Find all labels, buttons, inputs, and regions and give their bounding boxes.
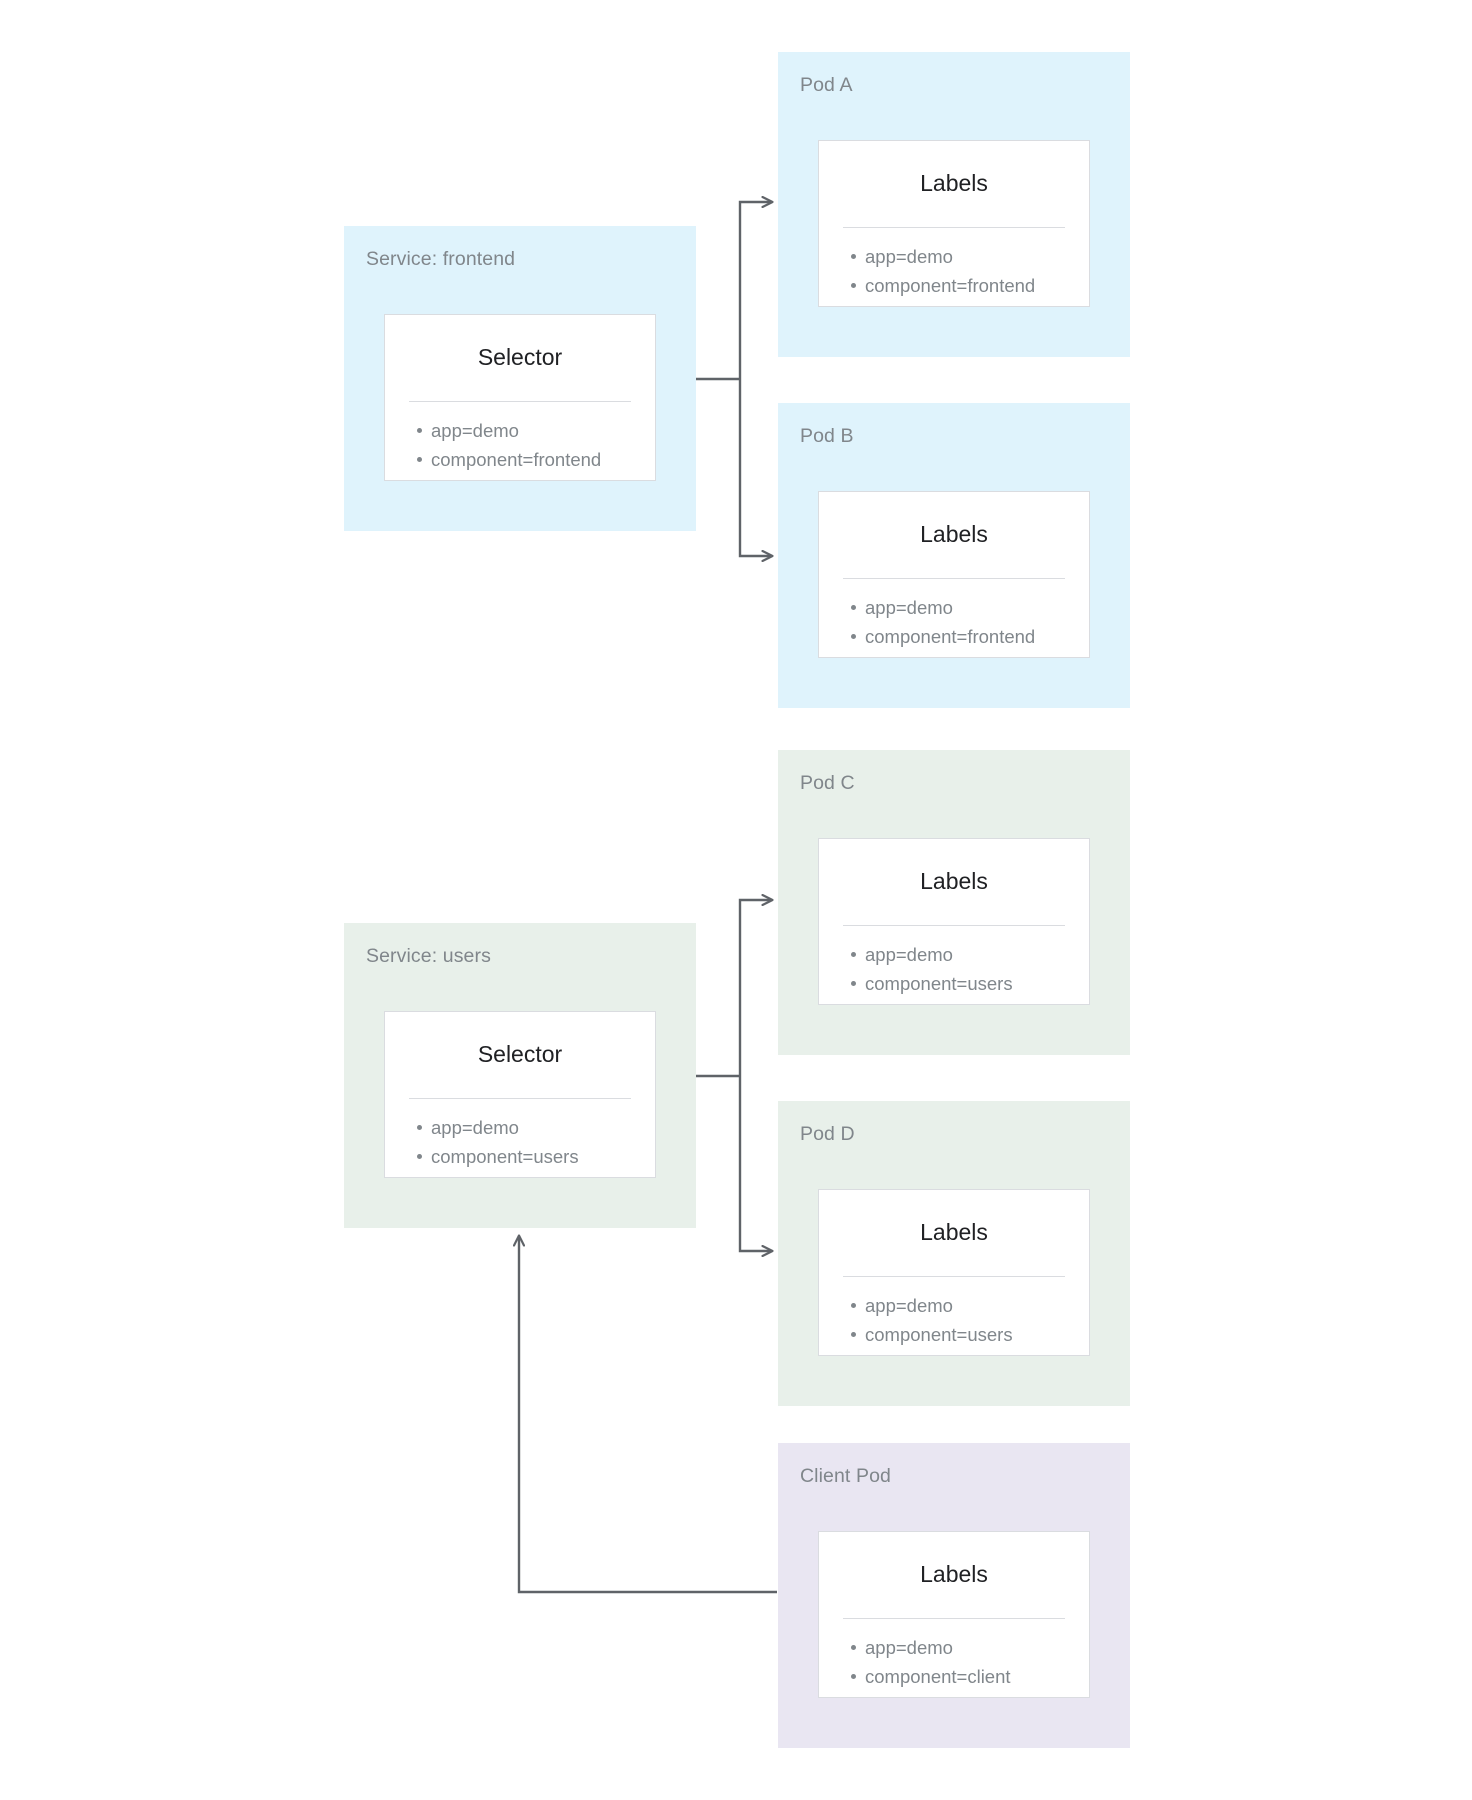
pod-a-labels-card: Labels app=demo component=frontend: [818, 140, 1090, 307]
list-item: component=frontend: [851, 622, 1089, 651]
pod-d-label-list: app=demo component=users: [819, 1277, 1089, 1349]
pod-b-group: Pod B Labels app=demo component=frontend: [778, 403, 1130, 708]
list-item: app=demo: [851, 1291, 1089, 1320]
client-pod-card-title: Labels: [920, 1561, 988, 1587]
pod-a-card-divider: [843, 227, 1065, 229]
pod-c-label-list: app=demo component=users: [819, 926, 1089, 998]
list-item: app=demo: [851, 593, 1089, 622]
service-users-group: Service: users Selector app=demo compone…: [344, 923, 696, 1228]
service-frontend-title: Service: frontend: [366, 248, 516, 270]
pod-d-labels-card: Labels app=demo component=users: [818, 1189, 1090, 1356]
list-item: app=demo: [851, 1633, 1089, 1662]
pod-b-card-divider: [843, 578, 1065, 580]
pod-c-card-title: Labels: [920, 868, 988, 894]
service-frontend-selector-list: app=demo component=frontend: [385, 402, 655, 474]
client-pod-labels-card: Labels app=demo component=client: [818, 1531, 1090, 1698]
pod-b-labels-card: Labels app=demo component=frontend: [818, 491, 1090, 658]
connector-frontend-to-pod-b: [738, 379, 772, 556]
service-frontend-card-divider: [409, 401, 631, 403]
pod-a-label-list: app=demo component=frontend: [819, 228, 1089, 300]
pod-c-labels-card: Labels app=demo component=users: [818, 838, 1090, 1005]
pod-d-title: Pod D: [800, 1123, 855, 1145]
client-pod-title: Client Pod: [800, 1465, 891, 1487]
pod-c-group: Pod C Labels app=demo component=users: [778, 750, 1130, 1055]
connector-frontend-to-pod-a: [738, 202, 772, 379]
connector-users-to-pod-c: [738, 900, 772, 1076]
list-item: component=frontend: [417, 445, 655, 474]
list-item: component=users: [851, 969, 1089, 998]
list-item: component=client: [851, 1662, 1089, 1691]
service-users-title: Service: users: [366, 945, 491, 967]
pod-b-title: Pod B: [800, 425, 854, 447]
connector-client-to-users: [519, 1236, 777, 1594]
list-item: app=demo: [417, 416, 655, 445]
list-item: component=users: [417, 1142, 655, 1171]
service-users-selector-card: Selector app=demo component=users: [384, 1011, 656, 1178]
pod-c-title: Pod C: [800, 772, 855, 794]
pod-a-group: Pod A Labels app=demo component=frontend: [778, 52, 1130, 357]
client-pod-label-list: app=demo component=client: [819, 1619, 1089, 1691]
pod-d-group: Pod D Labels app=demo component=users: [778, 1101, 1130, 1406]
service-frontend-selector-card: Selector app=demo component=frontend: [384, 314, 656, 481]
client-pod-card-divider: [843, 1618, 1065, 1620]
list-item: app=demo: [851, 242, 1089, 271]
pod-c-card-divider: [843, 925, 1065, 927]
service-frontend-group: Service: frontend Selector app=demo comp…: [344, 226, 696, 531]
pod-d-card-title: Labels: [920, 1219, 988, 1245]
service-users-card-title: Selector: [477, 1041, 563, 1067]
service-users-selector-list: app=demo component=users: [385, 1099, 655, 1171]
pod-b-card-title: Labels: [920, 521, 988, 547]
service-frontend-card-title: Selector: [477, 344, 563, 370]
list-item: component=frontend: [851, 271, 1089, 300]
pod-a-card-title: Labels: [920, 170, 988, 196]
connector-users-to-pod-d: [738, 1076, 772, 1251]
service-users-card-divider: [409, 1098, 631, 1100]
pod-d-card-divider: [843, 1276, 1065, 1278]
connector-users-to-pods: [696, 900, 772, 1251]
pod-a-title: Pod A: [800, 74, 853, 96]
connector-frontend-to-pods: [696, 202, 772, 556]
pod-b-label-list: app=demo component=frontend: [819, 579, 1089, 651]
client-pod-group: Client Pod Labels app=demo component=cli…: [778, 1443, 1130, 1748]
list-item: app=demo: [417, 1113, 655, 1142]
connector-client-pod-to-service-users: [519, 1236, 777, 1594]
list-item: app=demo: [851, 940, 1089, 969]
list-item: component=users: [851, 1320, 1089, 1349]
